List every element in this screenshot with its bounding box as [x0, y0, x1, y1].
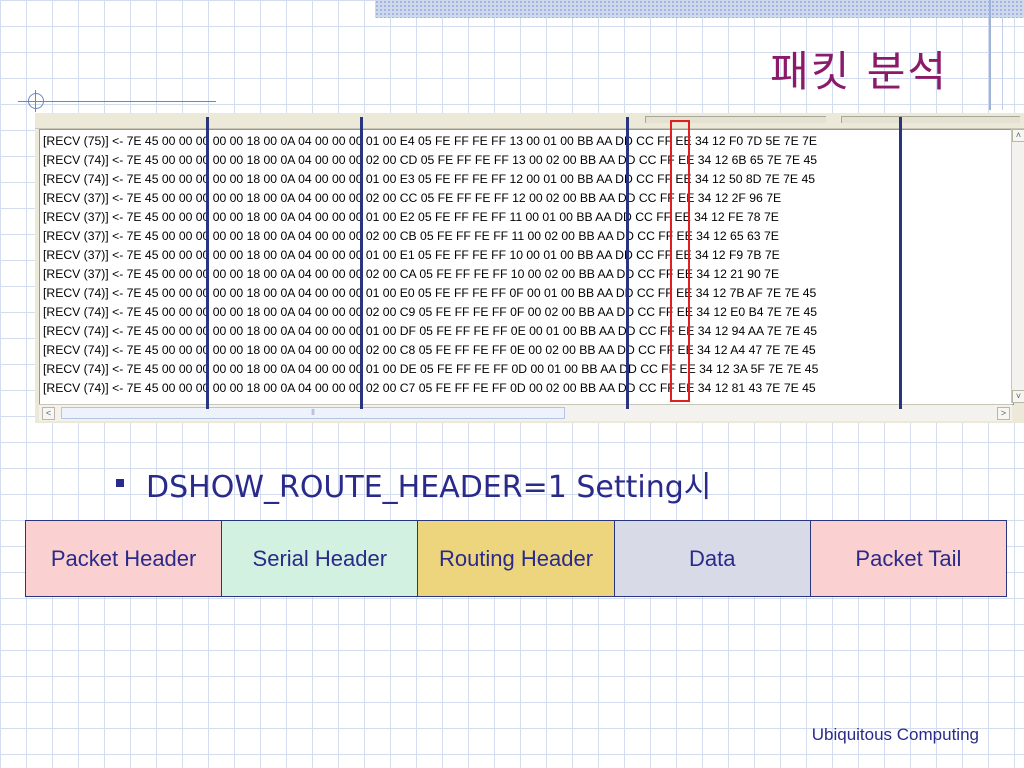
- log-line: [RECV (74)] <- 7E 45 00 00 00 00 00 18 0…: [43, 153, 818, 167]
- horizontal-scrollbar[interactable]: < ⦀ >: [39, 404, 1012, 421]
- slide-footer: Ubiquitous Computing: [811, 725, 979, 744]
- log-line: [RECV (37)] <- 7E 45 00 00 00 00 00 18 0…: [43, 191, 782, 205]
- toolbar-segment: [645, 116, 826, 123]
- field-boundary-marker: [899, 117, 902, 409]
- highlighted-column-box: [670, 120, 690, 402]
- decorative-top-band: [375, 0, 1024, 18]
- scroll-right-button[interactable]: >: [997, 407, 1010, 420]
- field-boundary-marker: [360, 117, 363, 409]
- log-line: [RECV (75)] <- 7E 45 00 00 00 00 00 18 0…: [43, 134, 818, 148]
- log-line: [RECV (74)] <- 7E 45 00 00 00 00 00 18 0…: [43, 381, 816, 395]
- decorative-circle-icon: [28, 93, 44, 109]
- vertical-scrollbar[interactable]: ˄ ˅: [1011, 129, 1024, 403]
- field-boundary-marker: [626, 117, 629, 409]
- log-line: [RECV (37)] <- 7E 45 00 00 00 00 00 18 0…: [43, 210, 779, 224]
- decorative-vertical-rule-thin: [1002, 18, 1003, 110]
- log-line: [RECV (74)] <- 7E 45 00 00 00 00 00 18 0…: [43, 343, 816, 357]
- serial-monitor-window: [RECV (75)] <- 7E 45 00 00 00 00 00 18 0…: [35, 113, 1024, 423]
- horizontal-scroll-thumb[interactable]: ⦀: [61, 407, 565, 419]
- packet-segment-routing-header: Routing Header: [417, 520, 614, 597]
- scroll-up-button[interactable]: ˄: [1012, 129, 1024, 142]
- received-packets-log[interactable]: [RECV (75)] <- 7E 45 00 00 00 00 00 18 0…: [39, 129, 1014, 405]
- decorative-vertical-rule: [989, 0, 991, 110]
- decorative-horizontal-rule: [18, 101, 216, 102]
- log-line: [RECV (37)] <- 7E 45 00 00 00 00 00 18 0…: [43, 248, 780, 262]
- bullet-marker: [116, 479, 124, 487]
- log-line: [RECV (74)] <- 7E 45 00 00 00 00 00 18 0…: [43, 286, 817, 300]
- scroll-down-button[interactable]: ˅: [1012, 390, 1024, 403]
- packet-segment-packet-header: Packet Header: [25, 520, 222, 597]
- scroll-left-button[interactable]: <: [42, 407, 55, 420]
- log-line: [RECV (74)] <- 7E 45 00 00 00 00 00 18 0…: [43, 172, 815, 186]
- log-line: [RECV (74)] <- 7E 45 00 00 00 00 00 18 0…: [43, 324, 818, 338]
- log-line: [RECV (37)] <- 7E 45 00 00 00 00 00 18 0…: [43, 229, 779, 243]
- toolbar-segment: [841, 116, 1020, 123]
- log-line: [RECV (74)] <- 7E 45 00 00 00 00 00 18 0…: [43, 305, 818, 319]
- field-boundary-marker: [206, 117, 209, 409]
- log-line: [RECV (74)] <- 7E 45 00 00 00 00 00 18 0…: [43, 362, 819, 376]
- packet-segment-packet-tail: Packet Tail: [809, 520, 1008, 597]
- slide-title: 패킷 분석: [770, 47, 948, 96]
- decorative-tick: [35, 90, 36, 112]
- monitor-toolbar-strip: [35, 113, 1024, 129]
- packet-segment-data: Data: [613, 520, 810, 597]
- packet-segment-serial-header: Serial Header: [221, 520, 418, 597]
- bullet-text: DSHOW_ROUTE_HEADER=1 Setting시: [146, 470, 712, 505]
- log-line: [RECV (37)] <- 7E 45 00 00 00 00 00 18 0…: [43, 267, 780, 281]
